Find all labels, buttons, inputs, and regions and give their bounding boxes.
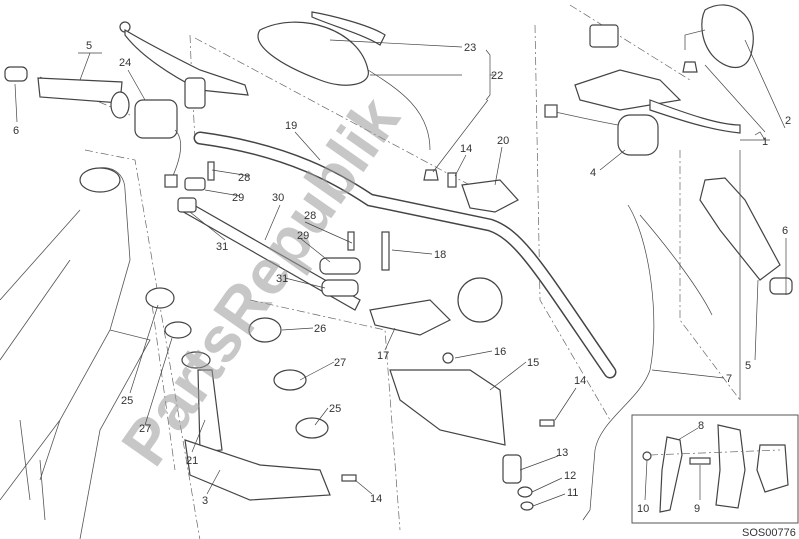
callout: 27 [334,357,346,369]
callout: 16 [494,346,506,358]
callout: 17 [377,350,389,362]
callout: 18 [434,249,446,261]
callout: 14 [460,143,472,155]
callout: 22 [491,70,503,82]
callout: 27 [139,423,151,435]
callout: 9 [694,503,700,515]
callout: 29 [297,230,309,242]
callout: 31 [276,273,288,285]
callout: 26 [314,323,326,335]
callout: 30 [272,192,284,204]
diagram-code: SOS00776 [742,527,796,539]
clutch-lever [119,21,249,109]
callout: 8 [698,420,704,432]
callout: 21 [186,455,198,467]
callout: 13 [556,447,568,459]
callout: 29 [232,192,244,204]
callout: 6 [782,225,788,237]
watermark: PartsRepublik [107,84,413,478]
callout: 3 [202,495,208,507]
handlebar [193,131,617,379]
callout: 1 [762,136,768,148]
callout-labels: 5 6 24 19 28 29 30 31 28 29 31 23 22 14 … [13,40,796,539]
callout: 5 [86,40,92,52]
callout: 25 [121,395,133,407]
leader-lines [14,39,787,507]
callout: 28 [238,172,250,184]
callout: 20 [497,135,509,147]
callout: 15 [527,357,539,369]
right-mirror [682,4,754,73]
callout: 12 [564,470,576,482]
callout: 14 [370,493,382,505]
callout: 31 [216,241,228,253]
callout: 23 [464,42,476,54]
callout: 2 [785,115,791,127]
callout: 6 [13,125,19,137]
clamps [177,161,519,311]
steering-parts [145,277,555,511]
left-switch [134,99,181,188]
callout: 4 [590,167,596,179]
frame [0,167,151,539]
callout: 24 [119,57,131,69]
right-grip [699,177,793,295]
callout: 25 [329,403,341,415]
inset-detail [631,414,799,524]
callout: 10 [637,503,649,515]
callout: 19 [285,120,297,132]
callout: 28 [304,210,316,222]
left-mirror [257,11,439,181]
left-grip [4,66,130,119]
callout: 14 [574,375,586,387]
callout: 5 [745,360,751,372]
throttle-cable [582,204,713,521]
right-controls [544,24,741,156]
callout: 11 [567,487,578,499]
callout: 7 [726,373,732,385]
